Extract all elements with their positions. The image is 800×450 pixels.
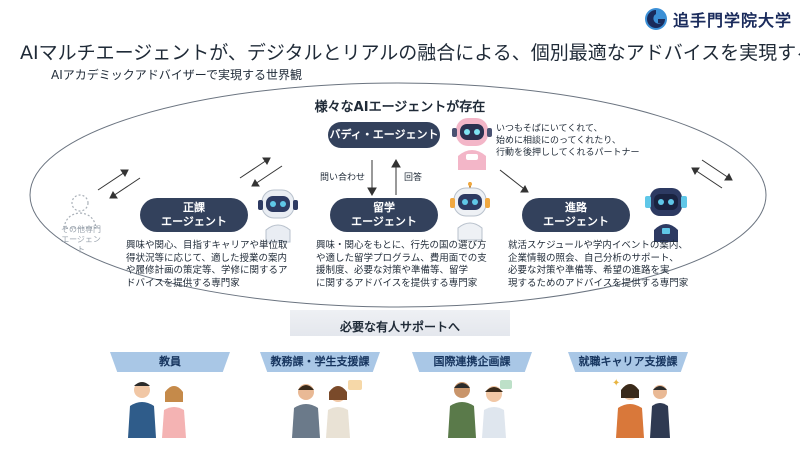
- page-subtitle: AIアカデミックアドバイザーで実現する世界観: [51, 68, 303, 82]
- other-agent-silhouette: [63, 194, 97, 229]
- tab-faculty[interactable]: 教員: [110, 352, 230, 372]
- course-robot-icon: [258, 189, 298, 243]
- logo-mark-icon: [645, 8, 667, 30]
- oval-title: 様々なAIエージェントが存在: [314, 100, 486, 115]
- buddy-agent-label: バディ・エージェント: [329, 128, 439, 141]
- tab-academic-affairs[interactable]: 教務課・学生支援課: [260, 352, 380, 372]
- human-support-banner: 必要な有人サポートへ: [339, 320, 460, 334]
- course-agent-pill[interactable]: 正課 エージェント: [140, 198, 248, 232]
- career-robot-icon: [645, 188, 687, 242]
- right-inner-arrows: [499, 169, 529, 193]
- human-support-banner-bg: [290, 310, 510, 336]
- inquiry-arrow: [367, 160, 377, 197]
- university-logo: 追手門学院大学: [643, 6, 792, 32]
- study-abroad-robot-icon: [450, 182, 490, 241]
- inquiry-label: 問い合わせ: [320, 173, 366, 183]
- faculty-people-icon: [128, 382, 186, 438]
- study-abroad-agent-description: 興味・関心をもとに、行先の国の選び方 や適した留学プログラム、費用面での支 援制…: [316, 240, 487, 289]
- page-title: AIマルチエージェントが、デジタルとリアルの融合による、個別最適なアドバイスを実…: [20, 42, 800, 64]
- tab-career-support[interactable]: 就職キャリア支援課: [568, 352, 688, 372]
- career-support-people-icon: ✦: [612, 378, 670, 438]
- study-abroad-agent-pill[interactable]: 留学 エージェント: [330, 198, 438, 232]
- course-agent-description: 興味や関心、目指すキャリアや単位取 得状況等に応じて、適した授業の案内 や履修計…: [126, 240, 288, 289]
- other-agent-label: その他専門 エージェント: [61, 225, 101, 254]
- logo-text: 追手門学院大学: [673, 11, 793, 30]
- career-agent-pill[interactable]: 進路 エージェント: [522, 198, 630, 232]
- buddy-description: いつもそばにいてくれて、 始めに相談にのってくれたり、 行動を後押ししてくれるパ…: [496, 124, 640, 158]
- left-inner-arrows: [239, 157, 283, 187]
- buddy-agent-pill[interactable]: バディ・エージェント: [328, 122, 440, 148]
- academic-affairs-people-icon: [292, 380, 362, 438]
- tab-international[interactable]: 国際連携企画課: [412, 352, 532, 372]
- international-people-icon: [448, 380, 512, 438]
- agents-oval: [29, 82, 767, 308]
- answer-arrow: [391, 158, 401, 195]
- svg-text:✦: ✦: [612, 378, 620, 389]
- left-outer-arrows: [97, 169, 141, 199]
- right-outer-arrows: [691, 159, 733, 189]
- career-agent-description: 就活スケジュールや学内イベントの案内、 企業情報の照会、自己分析のサポート、 必…: [508, 240, 689, 289]
- buddy-robot-icon: [452, 118, 492, 170]
- answer-label: 回答: [404, 173, 423, 183]
